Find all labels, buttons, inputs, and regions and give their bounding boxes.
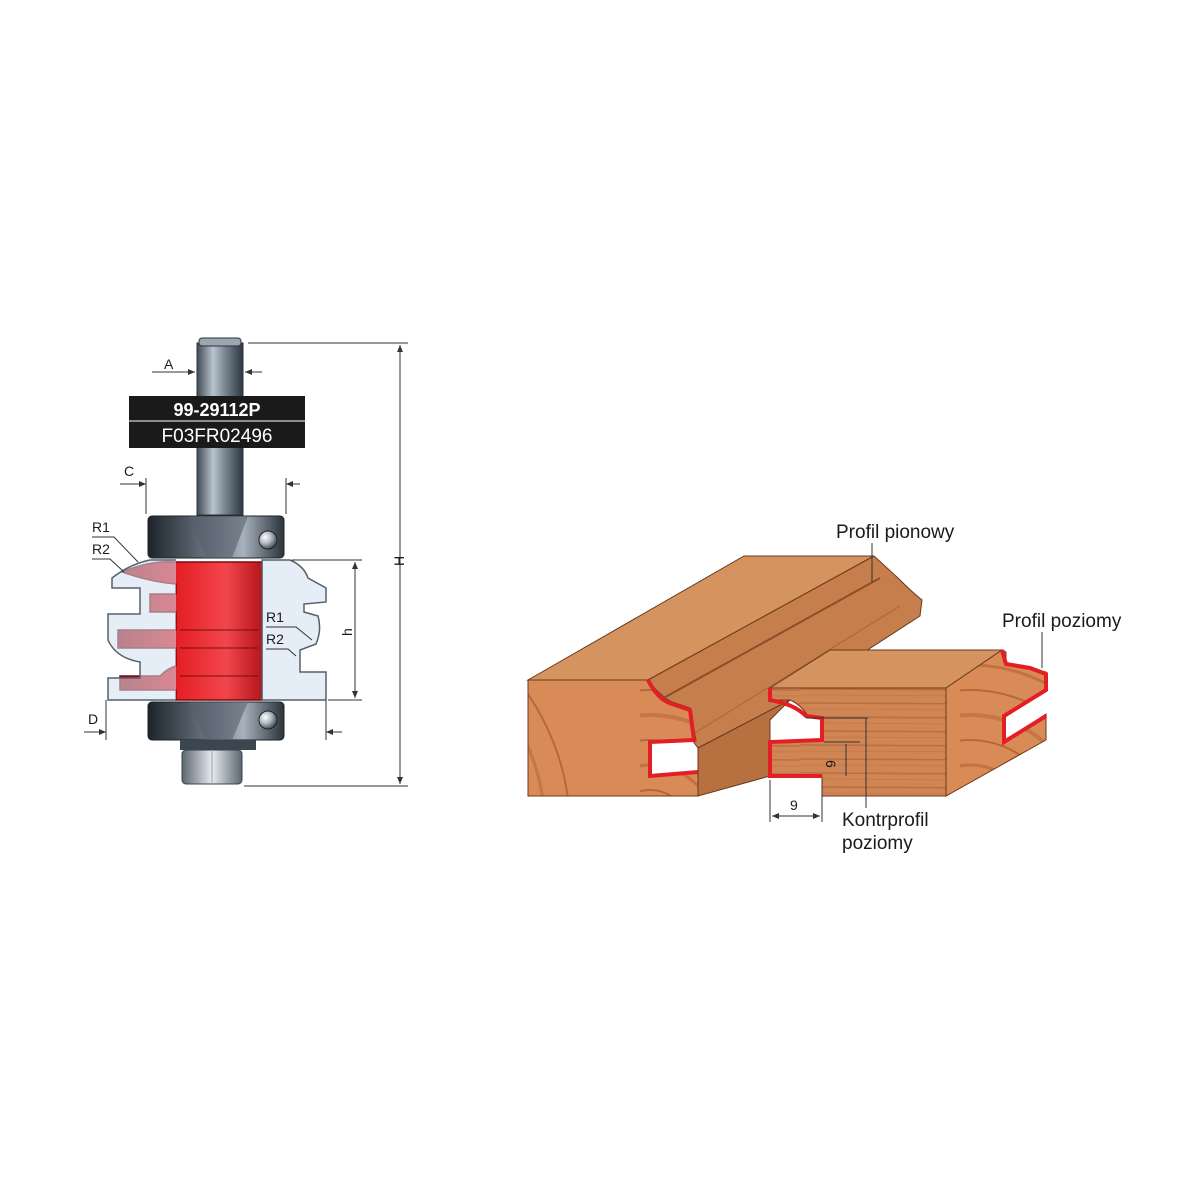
- upper-ball-icon: [258, 530, 278, 550]
- dim-6-label: 6: [823, 760, 839, 768]
- joint-labels: Profil pionowy Profil poziomy Kontrprofi…: [836, 522, 1122, 854]
- r2-left-label: R2: [92, 541, 110, 557]
- dim-d-label: D: [88, 711, 98, 727]
- stile-groove: [647, 555, 923, 749]
- dim-h-cut-label: h: [339, 628, 355, 636]
- label-profil-pionowy: Profil pionowy: [836, 522, 955, 543]
- label-profil-poziomy: Profil poziomy: [1002, 611, 1122, 632]
- r1-right-label: R1: [266, 609, 284, 625]
- dim-h-total-label: H: [391, 556, 407, 566]
- r2-right-label: R2: [266, 631, 284, 647]
- cutter-profile-left: [107, 559, 176, 701]
- arbor-collar: [180, 740, 256, 750]
- wood-joint: 9 6: [526, 543, 1048, 822]
- stile-profile-red: [646, 679, 699, 779]
- r1-left-label: R1: [92, 519, 110, 535]
- product-label: 99-29112P F03FR02496: [129, 396, 305, 448]
- dim-c-label: C: [124, 463, 134, 479]
- dim-9-label: 9: [790, 797, 798, 813]
- product-code: 99-29112P: [173, 400, 260, 420]
- product-ref: F03FR02496: [162, 426, 273, 447]
- rail-counterprofile-red: [768, 688, 824, 778]
- label-kontrprofil: Kontrprofil: [842, 810, 929, 831]
- cutter-profile-right: [261, 559, 327, 701]
- shank-chamfer: [198, 337, 242, 347]
- router-cutter: 99-29112P F03FR02496: [107, 337, 327, 785]
- cutter-dimensions: A C D H h R1 R2: [84, 342, 408, 787]
- label-kontrprofil-poziomy: poziomy: [842, 833, 913, 854]
- dim-a-label: A: [164, 356, 174, 372]
- lower-ball-icon: [258, 710, 278, 730]
- rail-profile-red: [1000, 649, 1048, 746]
